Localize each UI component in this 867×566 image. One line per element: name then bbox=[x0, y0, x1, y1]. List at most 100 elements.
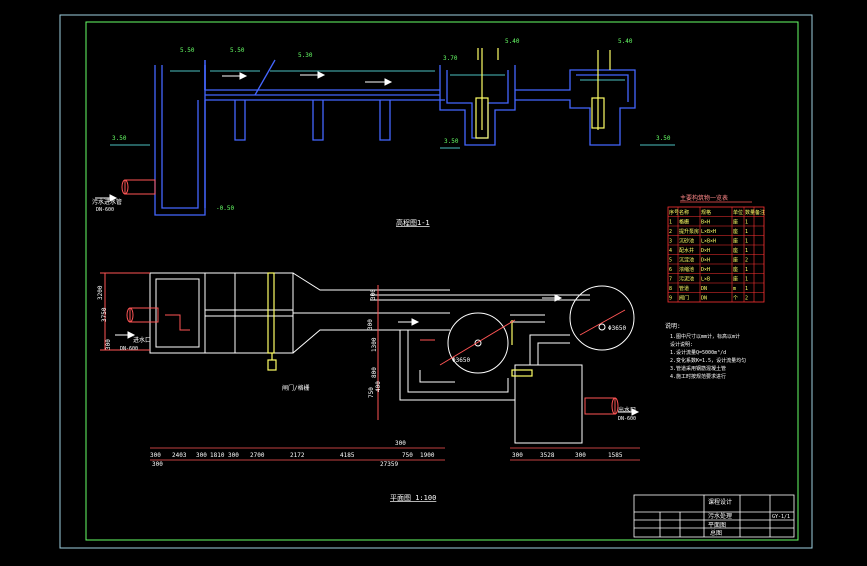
table-cell: 1 bbox=[745, 267, 748, 273]
note-line: 1.设计流量Q=5000m³/d bbox=[670, 349, 726, 356]
note-line: 2.变化系数K=1.5，设计流量均匀 bbox=[670, 357, 746, 364]
plan-loop-1-inner bbox=[407, 330, 509, 393]
plan-sludge-tank bbox=[514, 364, 583, 444]
plan-gates bbox=[267, 272, 533, 377]
section-pier-3 bbox=[379, 100, 391, 141]
section-right-channel bbox=[515, 69, 636, 146]
plan-taper-top bbox=[292, 272, 450, 291]
dim-label: 1900 bbox=[420, 452, 435, 459]
table-cell: 沉砂池 bbox=[679, 238, 694, 245]
table-cell: 1 bbox=[745, 248, 748, 254]
plan-dim-left-top: 3200 bbox=[97, 285, 104, 300]
table-cell: 座 bbox=[733, 247, 738, 254]
section-pier-1 bbox=[234, 100, 246, 141]
plan-tank-1 bbox=[447, 312, 509, 374]
dim-label: 3528 bbox=[540, 452, 555, 459]
section-inlet-arrow bbox=[95, 194, 118, 202]
plan-dim-left-mid: 3750 bbox=[101, 307, 108, 322]
notes-title: 说明: bbox=[665, 322, 681, 330]
elev-label-4: 5.40 bbox=[505, 38, 520, 45]
elev-bottom: -0.50 bbox=[216, 205, 234, 212]
plan-dim-left-bot: 300 bbox=[105, 339, 112, 350]
table-cell: 座 bbox=[733, 257, 738, 264]
plan-inlet-code: DN-600 bbox=[120, 346, 138, 352]
table-cell: D×H bbox=[701, 258, 710, 264]
plan-flow-arrows bbox=[115, 294, 640, 416]
note-line: 3.管道采用钢筋混凝土管 bbox=[670, 365, 726, 372]
table-cell: 1 bbox=[745, 277, 748, 283]
table-cell: 6 bbox=[669, 267, 672, 273]
table-cell: DN bbox=[701, 296, 707, 302]
elev-ground-mid: 3.50 bbox=[444, 138, 459, 145]
note-line: 设计说明: bbox=[670, 341, 693, 348]
section-gate-diagonal bbox=[254, 59, 276, 96]
section-pier-2 bbox=[312, 100, 324, 141]
dim-label: 2172 bbox=[290, 452, 305, 459]
elev-ground-right: 3.50 bbox=[656, 135, 671, 142]
section-rods bbox=[475, 48, 611, 139]
dim-label: 300 bbox=[196, 452, 207, 459]
table-cell: L×B bbox=[701, 277, 710, 283]
table-cell: 座 bbox=[733, 228, 738, 235]
title-block-r3: 平面图 bbox=[708, 522, 726, 529]
dim-label: 4185 bbox=[340, 452, 355, 459]
table-cell: 浓缩池 bbox=[679, 266, 694, 273]
table-cell: L×B×H bbox=[701, 229, 716, 235]
table-cell: DN bbox=[701, 286, 707, 292]
table-cell: 配水井 bbox=[679, 247, 694, 254]
table-cell: 1 bbox=[745, 239, 748, 245]
section-water bbox=[170, 70, 625, 81]
section-inlet-code: DN-600 bbox=[96, 207, 114, 213]
section-right-channel-inner bbox=[576, 74, 629, 102]
section-inlet-pipe bbox=[121, 179, 156, 195]
plan-dim-v5: 750 bbox=[368, 387, 375, 398]
title-block bbox=[633, 494, 795, 538]
table-cell: 9 bbox=[669, 296, 672, 302]
plan-gate-label: 闸门/格栅 bbox=[282, 384, 310, 392]
section-grit-tank bbox=[439, 65, 516, 146]
plan-dim-v1: 300 bbox=[370, 289, 377, 300]
plan-dim-v4: 800 bbox=[371, 367, 378, 378]
elev-label-5: 3.70 bbox=[443, 55, 458, 62]
table-cell: 2 bbox=[745, 258, 748, 264]
notes: 说明: 1.图中尺寸以mm计，标高以m计设计说明:1.设计流量Q=5000m³/… bbox=[665, 322, 746, 380]
table-cell: 5 bbox=[669, 258, 672, 264]
title-block-r2: 污水处理 bbox=[708, 512, 732, 520]
table-cell: 提升泵房 bbox=[679, 228, 699, 235]
elev-label-2: 5.50 bbox=[230, 47, 245, 54]
plan-dim-v2: 300 bbox=[367, 319, 374, 330]
plan-inlet-label: 进水口 bbox=[133, 336, 151, 344]
note-line: 4.施工时按规范要求进行 bbox=[670, 373, 726, 380]
section-left-tank-inner bbox=[161, 65, 199, 209]
section-title: 高程图1-1 bbox=[396, 218, 430, 227]
table-cell: D×H bbox=[701, 248, 710, 254]
table-cell: 备注 bbox=[755, 209, 765, 216]
dim-label: 1585 bbox=[608, 452, 623, 459]
table-cell: 2 bbox=[745, 296, 748, 302]
plan-dim-mid: 300 bbox=[395, 440, 406, 447]
dim-label: 2700 bbox=[250, 452, 265, 459]
table-cell: 名称 bbox=[679, 209, 689, 216]
table-cell: 数量 bbox=[745, 209, 755, 216]
table-cell: 规格 bbox=[701, 209, 711, 216]
table-cell: 个 bbox=[733, 296, 738, 302]
table-cell: 1 bbox=[745, 286, 748, 292]
plan-dim-start: 300 bbox=[152, 461, 163, 468]
table-cell: 1 bbox=[745, 220, 748, 226]
plan-tank2-label: Φ3650 bbox=[608, 325, 626, 332]
table-cell: B×H bbox=[701, 220, 710, 226]
dim-label: 300 bbox=[512, 452, 523, 459]
sheet-outer-border bbox=[59, 14, 813, 549]
note-line: 1.图中尺寸以mm计，标高以m计 bbox=[670, 333, 740, 340]
table-cell: 2 bbox=[669, 229, 672, 235]
table-cell: 阀门 bbox=[679, 295, 689, 302]
elev-label-1: 5.50 bbox=[180, 47, 195, 54]
table-cell: m bbox=[733, 286, 736, 292]
dim-label: 750 bbox=[402, 452, 413, 459]
ground-lines bbox=[110, 144, 675, 149]
section-inlet-label: 污水进水管 bbox=[92, 198, 122, 206]
table-cell: 单位 bbox=[733, 209, 743, 216]
plan-outlet-label: 出水口 bbox=[618, 406, 636, 414]
elev-label-6: 5.40 bbox=[618, 38, 633, 45]
